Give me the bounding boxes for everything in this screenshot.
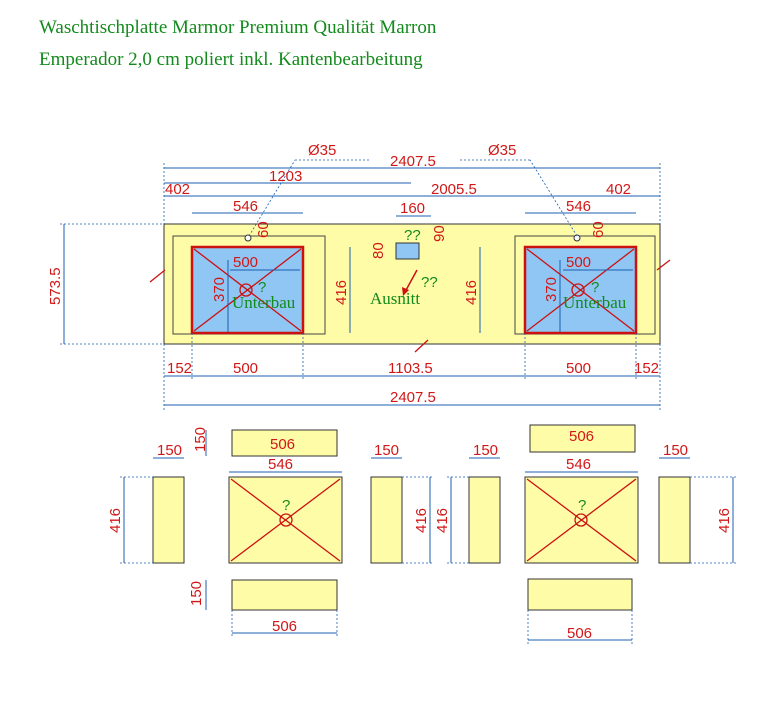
q-left: ? (258, 279, 266, 296)
label-total-bottom: 2407.5 (390, 389, 436, 406)
label-left-strip-h: 150 (192, 427, 209, 452)
cutout-arrow (404, 269, 418, 293)
left-front-strip (231, 429, 338, 457)
label-1103: 1103.5 (388, 360, 433, 377)
label-60-left: 60 (255, 221, 272, 238)
label-total-top: 2407.5 (390, 153, 436, 170)
sink-left-cutout (190, 245, 305, 335)
label-right-back-w: 506 (567, 625, 592, 642)
title-line-1: Waschtischplatte Marmor Premium Qualität… (39, 17, 437, 38)
right-back-strip (527, 578, 633, 611)
label-2005: 2005.5 (431, 181, 477, 198)
right-front-strip (529, 424, 636, 453)
sink-right-cross-b (526, 248, 635, 332)
label-90: 90 (431, 225, 448, 242)
tap-hole-left (244, 234, 252, 242)
label-right-side-w: 150 (473, 442, 498, 459)
label-left-back-h: 150 (188, 581, 205, 606)
sink-right-cutout (523, 245, 638, 335)
label-546-right: 546 (566, 198, 591, 215)
sink-left-drain (239, 283, 253, 297)
left-bottom-drain (279, 513, 293, 527)
q-right: ? (591, 279, 599, 296)
label-right-side2-h: 416 (716, 508, 733, 533)
label-right-bottom-w: 546 (566, 456, 591, 473)
label-416-b: 416 (463, 280, 480, 305)
label-500-left-inner: 500 (233, 254, 258, 271)
tap-hole-right (573, 234, 581, 242)
label-left-back-w: 506 (272, 618, 297, 635)
left-bottom-cross-b (230, 478, 341, 562)
label-500-right: 500 (566, 360, 591, 377)
leader-dia-left (248, 159, 296, 237)
title-line-2: Emperador 2,0 cm poliert inkl. Kantenbea… (39, 49, 423, 70)
label-152-left: 152 (167, 360, 192, 377)
label-402-left: 402 (165, 181, 190, 198)
label-402-right: 402 (606, 181, 631, 198)
label-1203: 1203 (269, 168, 302, 185)
right-side-panel-r (658, 476, 691, 564)
label-right-strip-w: 506 (569, 428, 594, 445)
right-bottom-drain (574, 513, 588, 527)
label-left-strip-w: 506 (270, 436, 295, 453)
sink-label-left: Unterbau (232, 293, 296, 312)
sink-left-cross-b (193, 248, 302, 332)
leader-dia-right (529, 159, 578, 237)
label-dia-left: Ø35 (308, 142, 336, 159)
label-left-bottom-w: 546 (268, 456, 293, 473)
label-left-side2-w: 150 (374, 442, 399, 459)
label-160: 160 (400, 200, 425, 217)
left-side-panel-l (152, 476, 185, 564)
label-80: 80 (370, 242, 387, 259)
label-60-right: 60 (590, 221, 607, 238)
left-side-panel-r (370, 476, 403, 564)
label-152-right: 152 (634, 360, 659, 377)
edge-mark-right (656, 259, 671, 271)
cutout-arrow-head (402, 287, 409, 296)
sink-label-right: Unterbau (563, 293, 627, 312)
label-500-right-inner: 500 (566, 254, 591, 271)
right-bottom-cross-b (526, 478, 637, 562)
label-500-left: 500 (233, 360, 258, 377)
q-left-bottom: ? (282, 497, 290, 514)
label-left-side2-h: 416 (413, 508, 430, 533)
cut-label: Ausnitt (370, 289, 420, 308)
label-height-total: 573.5 (47, 267, 64, 305)
label-right-side2-w: 150 (663, 442, 688, 459)
label-370-right: 370 (543, 277, 560, 302)
label-left-side-w: 150 (157, 442, 182, 459)
sink-right-drain (571, 283, 585, 297)
label-right-side-h: 416 (434, 508, 451, 533)
cut-label-qq: ?? (421, 274, 438, 291)
left-back-strip (231, 579, 338, 611)
label-left-side-h: 416 (107, 508, 124, 533)
label-dia-right: Ø35 (488, 142, 516, 159)
edge-mark-bottom (414, 339, 429, 353)
q-right-bottom: ? (578, 497, 586, 514)
label-416-a: 416 (333, 280, 350, 305)
center-cutout (395, 242, 420, 260)
edge-mark-left (149, 269, 166, 283)
label-546-left: 546 (233, 198, 258, 215)
label-370-left: 370 (211, 277, 228, 302)
label-cut-qq: ?? (404, 227, 421, 244)
right-side-panel-l (468, 476, 501, 564)
